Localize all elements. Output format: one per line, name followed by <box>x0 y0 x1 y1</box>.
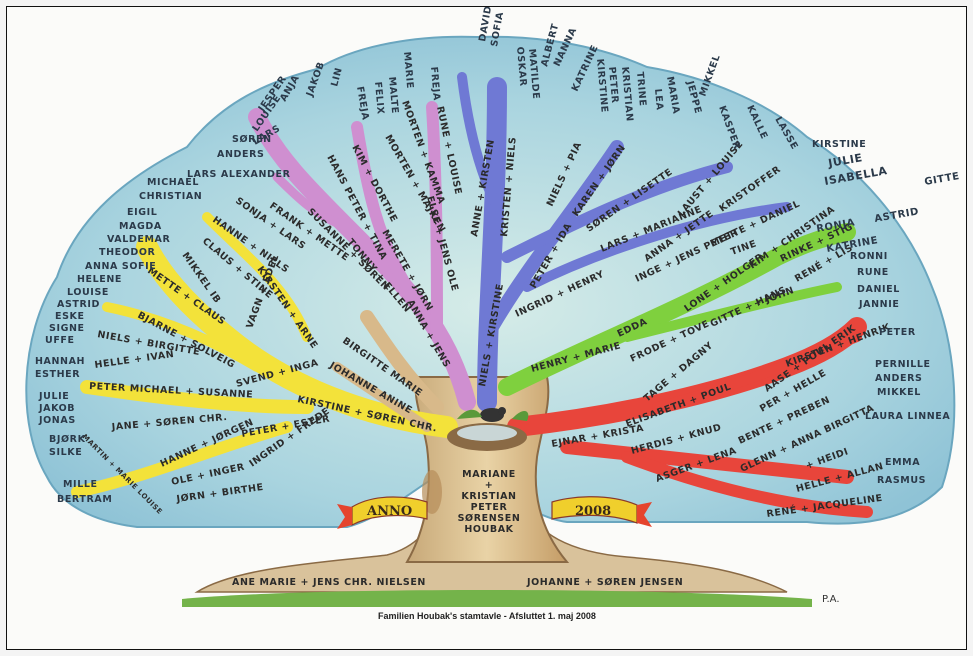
leaf-yellow-14: ESKE <box>55 311 85 322</box>
family-tree-illustration: ANNO 2008 MARIANE + KRISTIAN PETER SØREN… <box>7 7 966 649</box>
leaf-yellow-10: ANNA SOFIE <box>85 261 156 272</box>
banner-left-text: ANNO <box>366 504 412 519</box>
trunk-line-1: MARIANE <box>462 469 516 480</box>
leaf-red-4: PETER <box>879 327 916 338</box>
leaf-red-2: DANIEL <box>857 284 900 295</box>
leaf-yellow-21: JONAS <box>38 415 76 426</box>
leaf-yellow-25: BERTRAM <box>57 494 112 505</box>
leaf-yellow-20: JAKOB <box>38 403 75 414</box>
leaf-yellow-5: CHRISTIAN <box>139 191 202 202</box>
leaf-yellow-12: LOUISE <box>67 287 109 298</box>
trunk-line-5: SØRENSEN <box>458 513 521 524</box>
leaf-yellow-3: LARS ALEXANDER <box>187 169 291 180</box>
leaf-yellow-18: ESTHER <box>35 369 80 380</box>
leaf-yellow-2: ANDERS <box>217 149 264 160</box>
leaf-red-7: MIKKEL <box>877 387 921 398</box>
leaf-yellow-19: JULIE <box>38 391 69 402</box>
trunk-line-6: HOUBAK <box>464 524 513 535</box>
leaf-yellow-23: SILKE <box>49 447 82 458</box>
leaf-yellow-22: BJØRK <box>49 434 86 445</box>
leaf-yellow-11: HELENE <box>77 274 122 285</box>
leaf-red-5: PERNILLE <box>875 359 931 370</box>
leaf-yellow-6: EIGIL <box>127 207 157 218</box>
trunk-line-2: + <box>485 480 494 491</box>
leaf-green-8: RONNI <box>850 251 888 262</box>
leaf-yellow-24: MILLE <box>63 479 98 490</box>
leaf-yellow-7: MAGDA <box>119 221 162 232</box>
leaf-yellow-17: HANNAH <box>35 356 85 367</box>
banner-right-text: 2008 <box>575 504 611 519</box>
trunk-line-4: PETER <box>471 502 508 513</box>
leaf-red-3: JANNIE <box>858 299 899 310</box>
leaf-red-6: ANDERS <box>875 373 922 384</box>
leaf-yellow-4: MICHAEL <box>147 177 199 188</box>
root-right-label: JOHANNE + SØREN JENSEN <box>526 577 683 588</box>
leaf-green-1: KIRSTINE <box>812 139 866 150</box>
leaf-yellow-8: VALDEMAR <box>107 234 170 245</box>
picture-frame: ANNO 2008 MARIANE + KRISTIAN PETER SØREN… <box>6 6 967 650</box>
image-caption: Familien Houbak's stamtavle - Afsluttet … <box>378 611 596 621</box>
leaf-blue-12: LEA <box>652 88 665 111</box>
leaf-green-7: GITTE <box>924 171 961 188</box>
leaf-red-1: RUNE <box>857 267 889 278</box>
trunk-line-3: KRISTIAN <box>461 491 516 502</box>
leaf-red-8: LAURA LINNEA <box>865 411 950 422</box>
leaf-red-9: EMMA <box>885 457 920 468</box>
root-left-label: ANE MARIE + JENS CHR. NIELSEN <box>232 577 426 588</box>
leaf-yellow-9: THEODOR <box>99 247 156 258</box>
leaf-yellow-15: SIGNE <box>49 323 85 334</box>
leaf-red-10: RASMUS <box>877 475 926 486</box>
leaf-yellow-16: UFFE <box>45 335 75 346</box>
artist-signature: P.A. <box>822 594 840 605</box>
leaf-yellow-13: ASTRID <box>57 299 100 310</box>
